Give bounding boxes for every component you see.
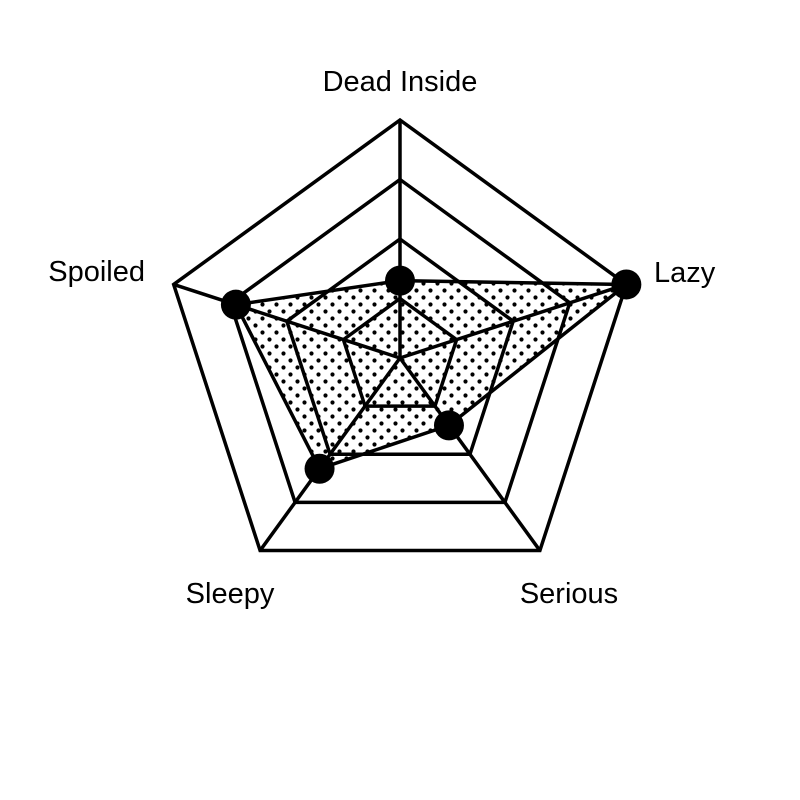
axis-label-sleepy: Sleepy [186,578,275,610]
axis-label-spoiled: Spoiled [48,256,145,288]
data-point-spoiled [220,289,251,320]
data-area [234,278,629,471]
axis-label-lazy: Lazy [654,257,716,289]
data-point-sleepy [304,453,335,484]
grid-ring-4 [171,117,629,553]
data-point-lazy [611,269,642,300]
axis-label-serious: Serious [520,578,618,610]
data-point-serious [433,410,464,441]
data-area-group [234,278,629,471]
data-point-dead-inside [385,265,415,296]
axis-label-dead-inside: Dead Inside [323,66,478,98]
axis-labels: Dead Inside Lazy Serious Sleepy Spoiled [48,66,716,610]
data-points [220,265,642,484]
